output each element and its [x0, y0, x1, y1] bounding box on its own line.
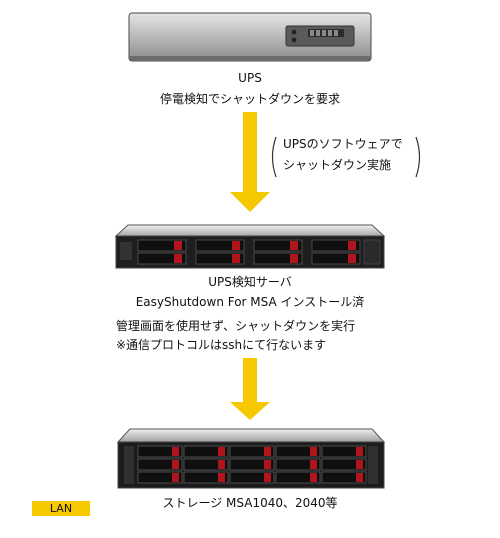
note-line-1: UPSのソフトウェアで [283, 137, 403, 151]
server-title: UPS検知サーバ [208, 275, 292, 289]
server-detail-2: ※通信プロトコルはsshにて行ないます [116, 338, 327, 352]
lan-legend-label: LAN [49, 502, 73, 515]
left-paren-icon [268, 136, 278, 178]
note-line-2: シャットダウン実施 [283, 158, 392, 172]
storage-array [116, 428, 386, 490]
lan-legend-swatch [32, 501, 90, 516]
flow-arrow-server-to-storage [228, 358, 272, 422]
ups-description: 停電検知でシャットダウンを要求 [159, 92, 340, 106]
server-detail-1: 管理画面を使用せず、シャットダウンを実行 [116, 319, 356, 333]
server-software: EasyShutdown For MSA インストール済 [135, 295, 365, 309]
detection-server [114, 224, 386, 270]
storage-label: ストレージ MSA1040、2040等 [162, 496, 338, 510]
ups-device [128, 12, 372, 62]
right-paren-icon [414, 136, 424, 178]
ups-title: UPS [238, 71, 262, 85]
flow-arrow-ups-to-server [228, 112, 272, 214]
